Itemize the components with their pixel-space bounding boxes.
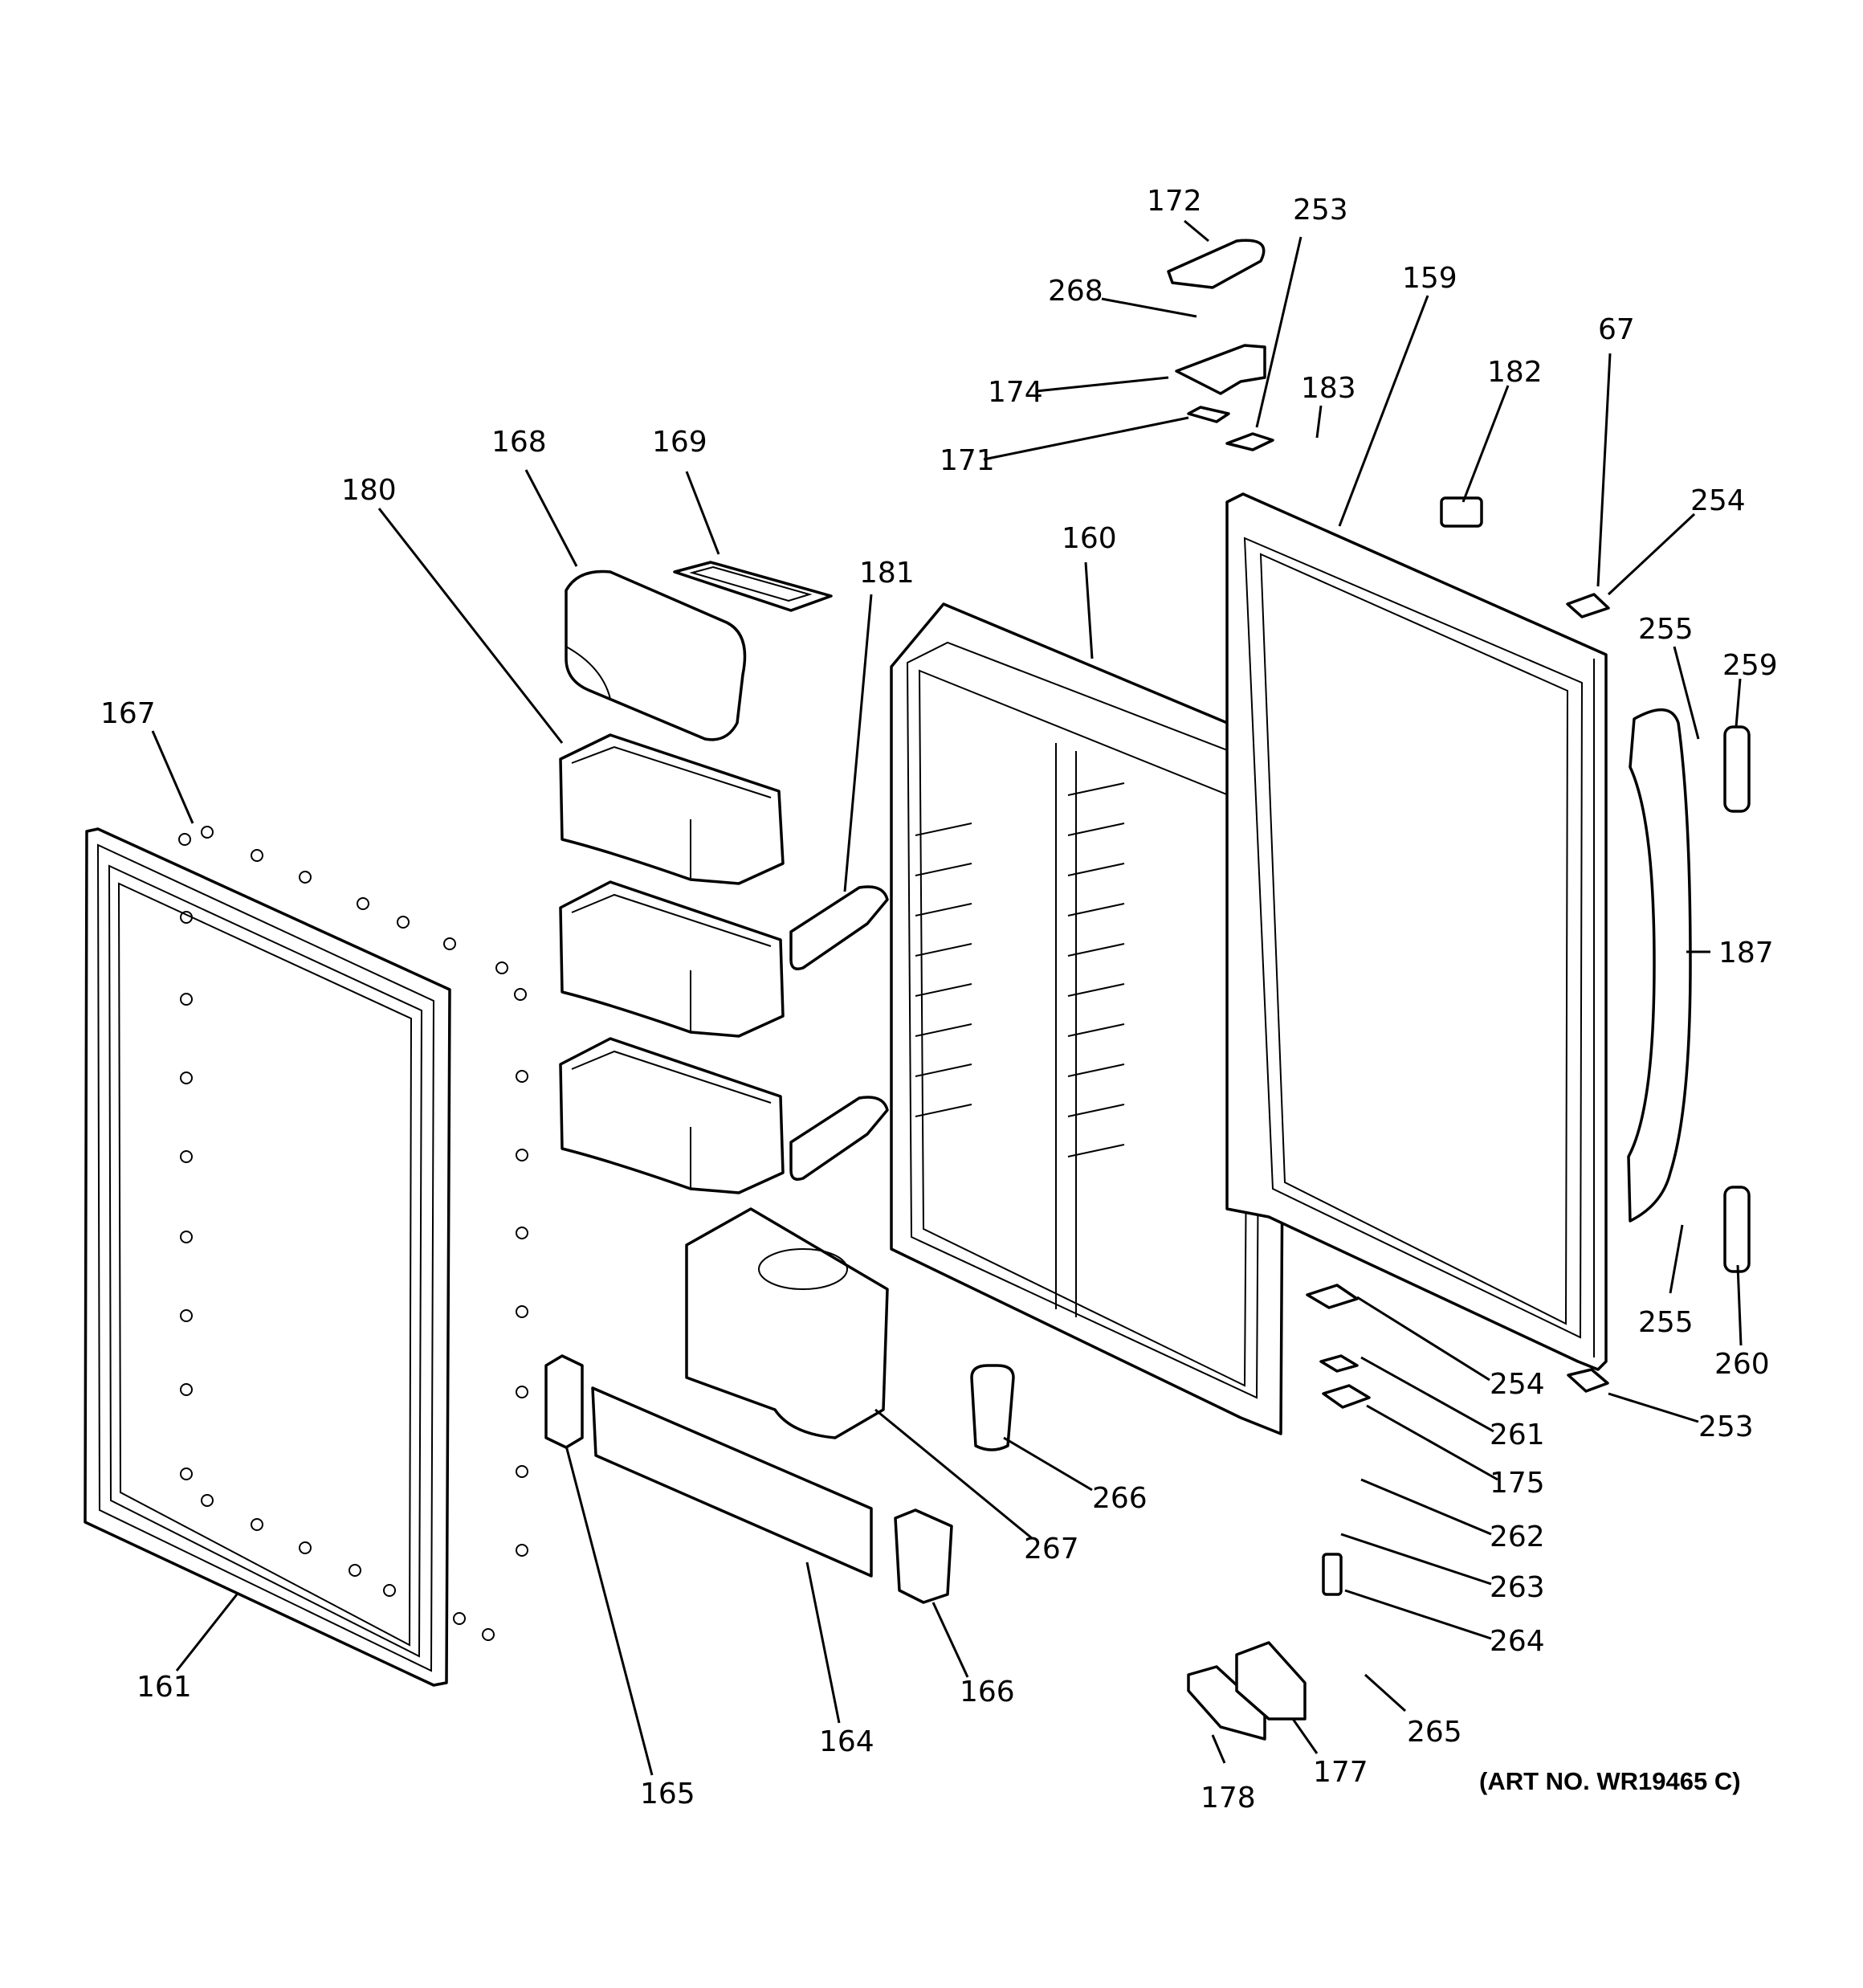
water-filter-housing — [685, 1207, 889, 1439]
top-hinge-parts — [1167, 239, 1610, 1393]
callout-261: 261 — [1490, 1419, 1545, 1451]
callout-253-bottom: 253 — [1698, 1410, 1754, 1443]
callout-169: 169 — [652, 426, 707, 459]
art-number: (ART NO. WR19465 C) — [1479, 1767, 1741, 1795]
callout-175: 175 — [1490, 1467, 1545, 1500]
callout-181: 181 — [859, 557, 915, 590]
callout-187: 187 — [1718, 937, 1774, 970]
rail-end-caps — [544, 1354, 953, 1604]
callout-260: 260 — [1714, 1348, 1770, 1381]
callout-164: 164 — [819, 1725, 874, 1758]
callout-265: 265 — [1407, 1716, 1462, 1749]
callout-171: 171 — [940, 444, 995, 477]
callout-255-bottom: 255 — [1638, 1306, 1694, 1339]
callout-259: 259 — [1722, 649, 1778, 682]
callout-labels: 172 253 268 159 174 183 182 67 171 168 1… — [100, 185, 1778, 1815]
door-bins — [559, 733, 785, 1194]
callout-266: 266 — [1092, 1482, 1148, 1515]
bin-supports — [789, 885, 889, 1181]
gasket-screws — [178, 826, 528, 1641]
callout-254-top: 254 — [1690, 484, 1746, 517]
callout-168: 168 — [491, 426, 547, 459]
door-handle — [1627, 708, 1692, 1223]
callout-255-top: 255 — [1638, 613, 1694, 646]
handle-caps — [1723, 725, 1751, 1273]
callout-172: 172 — [1147, 185, 1202, 218]
dairy-shelf-cover — [673, 561, 833, 612]
water-filter — [970, 1364, 1015, 1451]
callout-160: 160 — [1062, 522, 1117, 555]
door-gasket — [84, 827, 451, 1687]
leader-lines — [151, 219, 1743, 1776]
callout-182: 182 — [1487, 356, 1543, 389]
outer-door-panel — [1225, 492, 1608, 1371]
callout-166: 166 — [960, 1676, 1015, 1708]
bottom-hinge-parts — [1187, 1284, 1371, 1741]
callout-67: 67 — [1598, 313, 1635, 346]
callout-180: 180 — [341, 474, 397, 507]
callout-253-top: 253 — [1293, 194, 1348, 227]
callout-263: 263 — [1490, 1571, 1545, 1604]
callout-262: 262 — [1490, 1521, 1545, 1553]
door-liner — [890, 602, 1286, 1435]
callout-177: 177 — [1313, 1756, 1368, 1789]
callout-165: 165 — [640, 1778, 695, 1810]
callout-159: 159 — [1402, 262, 1457, 295]
dairy-bin-door — [565, 569, 747, 741]
callout-254-bottom: 254 — [1490, 1368, 1545, 1401]
callout-264: 264 — [1490, 1625, 1545, 1658]
callout-178: 178 — [1201, 1782, 1256, 1815]
callout-167: 167 — [100, 697, 156, 730]
callout-183: 183 — [1301, 372, 1356, 405]
callout-268: 268 — [1048, 275, 1103, 308]
callout-267: 267 — [1024, 1533, 1079, 1565]
callout-174: 174 — [988, 376, 1043, 409]
callout-161: 161 — [137, 1671, 192, 1704]
bin-rail — [591, 1386, 873, 1578]
